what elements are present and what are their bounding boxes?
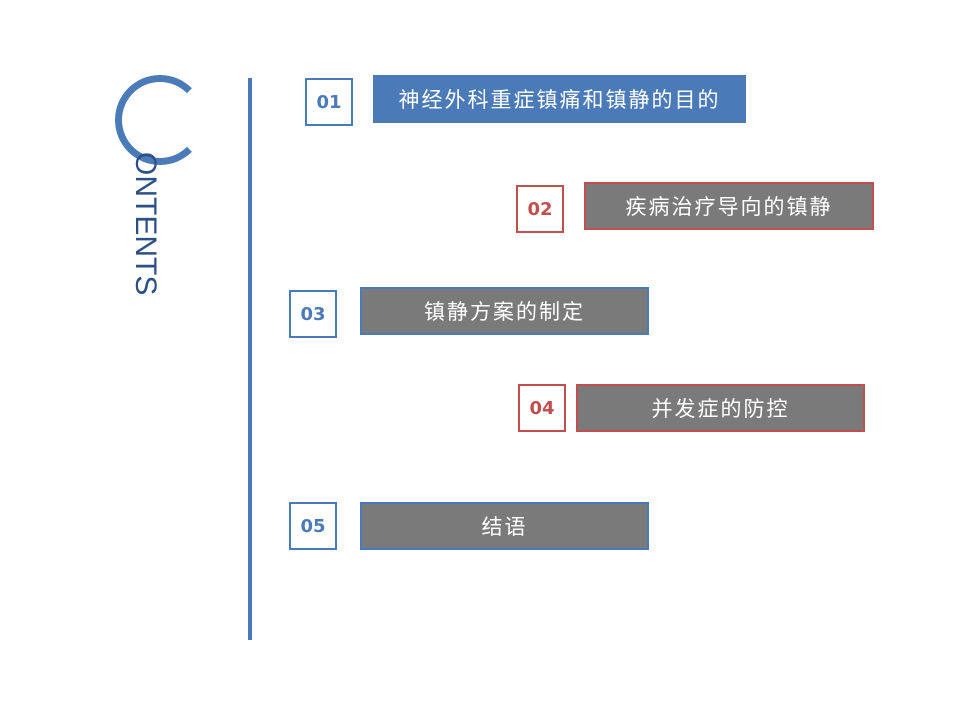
toc-item-02[interactable]: 疾病治疗导向的镇静 (584, 182, 874, 230)
contents-logo-text: ONTENTS (129, 152, 162, 296)
toc-number-03: 03 (289, 290, 337, 338)
vertical-divider (248, 78, 252, 640)
toc-number-02: 02 (516, 185, 564, 233)
toc-item-01[interactable]: 神经外科重症镇痛和镇静的目的 (373, 75, 746, 123)
toc-number-04: 04 (518, 384, 566, 432)
toc-item-03[interactable]: 镇静方案的制定 (360, 287, 649, 335)
toc-item-05[interactable]: 结语 (360, 502, 649, 550)
contents-logo-c-icon (115, 75, 205, 165)
toc-number-05: 05 (289, 502, 337, 550)
toc-number-01: 01 (305, 78, 353, 126)
toc-item-04[interactable]: 并发症的防控 (576, 384, 865, 432)
